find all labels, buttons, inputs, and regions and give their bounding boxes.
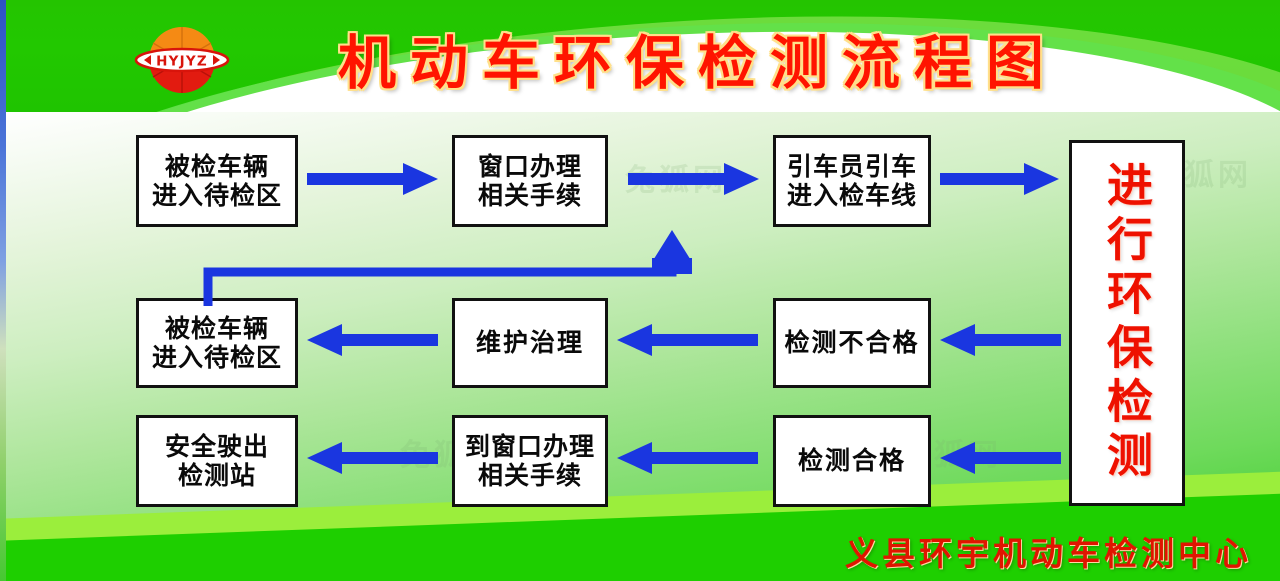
box-vehicle-waiting-area-1-line-1: 被检车辆 [164, 151, 269, 181]
page-title: 机动车环保检测流程图 [337, 29, 1058, 97]
box-safe-exit-line-2: 检测站 [177, 461, 256, 490]
box-window-procedures-2-line-1: 到窗口办理 [464, 431, 595, 461]
box-vehicle-waiting-area-2-line-2: 进入待检区 [151, 343, 282, 372]
box-environmental-inspection[interactable]: 进行环保检测 [1069, 140, 1185, 506]
box-vehicle-waiting-area-2[interactable]: 被检车辆进入待检区 [136, 298, 298, 388]
footer-organization: 义县环宇机动车检测中心 [845, 534, 1252, 573]
box-window-procedures-2[interactable]: 到窗口办理相关手续 [452, 415, 608, 507]
arrow-r1-1 [307, 162, 439, 196]
logo-text: HYJYZ [156, 54, 208, 70]
arrow-r1-3 [940, 162, 1060, 196]
box-environmental-inspection-label: 进行环保检测 [1100, 161, 1154, 485]
box-test-passed[interactable]: 检测合格 [773, 415, 931, 507]
box-test-passed-line-1: 检测合格 [797, 446, 906, 476]
box-window-procedures-line-1: 窗口办理 [477, 151, 582, 181]
box-guide-to-lane-line-2: 进入检车线 [786, 181, 917, 210]
box-window-procedures[interactable]: 窗口办理相关手续 [452, 135, 608, 227]
arrow-r3-3 [940, 441, 1062, 475]
box-maintenance-repair-line-1: 维护治理 [475, 328, 584, 358]
box-window-procedures-2-line-2: 相关手续 [477, 461, 582, 490]
box-window-procedures-line-2: 相关手续 [477, 181, 582, 210]
box-safe-exit[interactable]: 安全驶出检测站 [136, 415, 298, 507]
box-safe-exit-line-1: 安全驶出 [164, 431, 269, 461]
arrow-r2-3 [940, 323, 1062, 357]
left-edge-stripe [0, 0, 6, 581]
box-vehicle-waiting-area-2-line-1: 被检车辆 [164, 313, 269, 343]
box-maintenance-repair[interactable]: 维护治理 [452, 298, 608, 388]
arrow-r2-2 [617, 323, 759, 357]
arrow-r3-1 [307, 441, 439, 475]
box-vehicle-waiting-area-1-line-2: 进入待检区 [151, 181, 282, 210]
hyjyz-sphere-logo: HYJYZ [134, 23, 230, 97]
box-guide-to-lane-line-1: 引车员引车 [786, 151, 917, 181]
arrow-r1-2 [628, 162, 760, 196]
box-guide-to-lane[interactable]: 引车员引车进入检车线 [773, 135, 931, 227]
box-test-failed[interactable]: 检测不合格 [773, 298, 931, 388]
arrow-r2-1 [307, 323, 439, 357]
arrow-feedback-loop [200, 228, 700, 306]
arrow-r3-2 [617, 441, 759, 475]
box-vehicle-waiting-area-1[interactable]: 被检车辆进入待检区 [136, 135, 298, 227]
box-test-failed-line-1: 检测不合格 [784, 328, 920, 358]
